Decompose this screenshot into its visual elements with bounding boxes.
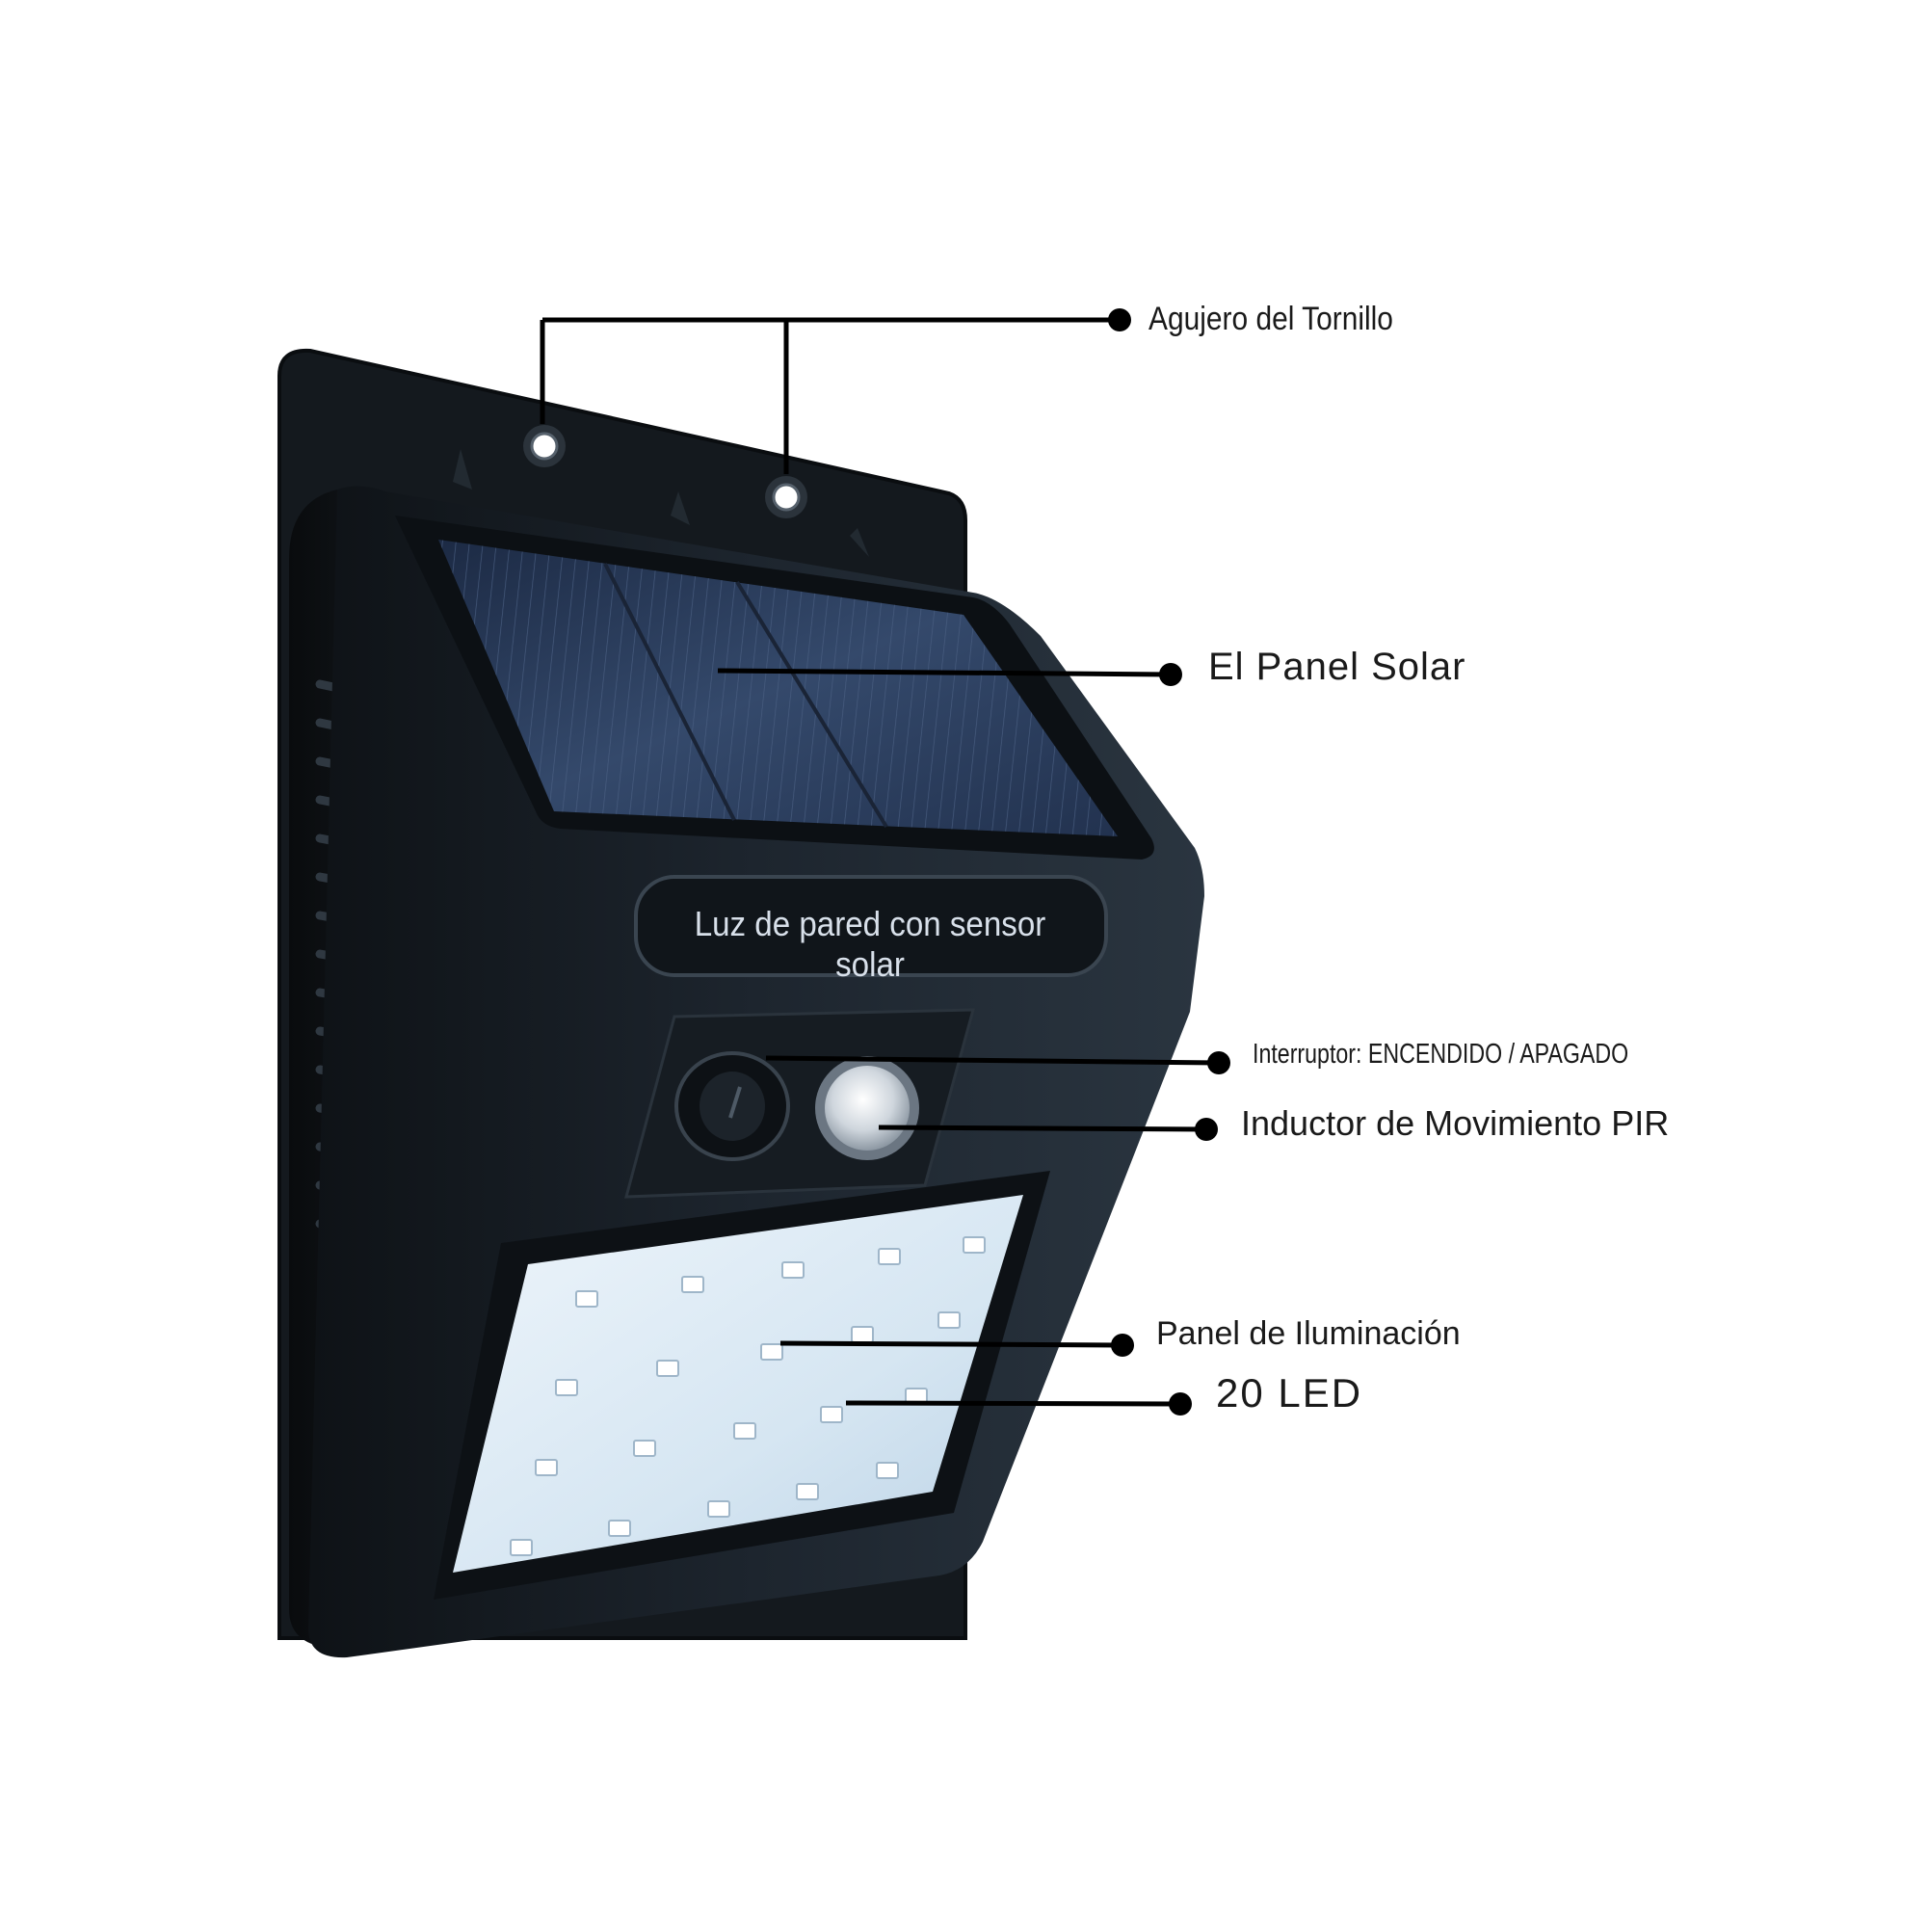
screw-hole-icon: [523, 425, 566, 467]
callout-lighting-panel: Panel de Iluminación: [1156, 1315, 1461, 1352]
leader-lines: [540, 317, 1220, 1407]
callout-led-count: 20 LED: [1216, 1370, 1363, 1416]
power-switch-icon: [674, 1051, 790, 1161]
leader-dots: [1108, 308, 1230, 1416]
screw-hole-icon: [765, 476, 807, 518]
pir-sensor-icon: [815, 1056, 919, 1160]
callout-screw-hole: Agujero del Tornillo: [1148, 301, 1393, 337]
product-name-plate: [634, 875, 1108, 977]
callout-pir-sensor: Inductor de Movimiento PIR: [1241, 1103, 1670, 1143]
leader-pir: [878, 1125, 1207, 1132]
leader-switch: [765, 1055, 1220, 1066]
product-name-label: Luz de pared con sensor solar: [694, 904, 1046, 984]
callout-switch: Interruptor: ENCENDIDO / APAGADO: [1253, 1039, 1629, 1070]
leader-panel: [779, 1340, 1123, 1348]
leader-led: [845, 1400, 1181, 1407]
led-chips: [510, 1236, 986, 1556]
callout-solar-panel: El Panel Solar: [1208, 646, 1466, 688]
leader-solar: [717, 668, 1172, 677]
